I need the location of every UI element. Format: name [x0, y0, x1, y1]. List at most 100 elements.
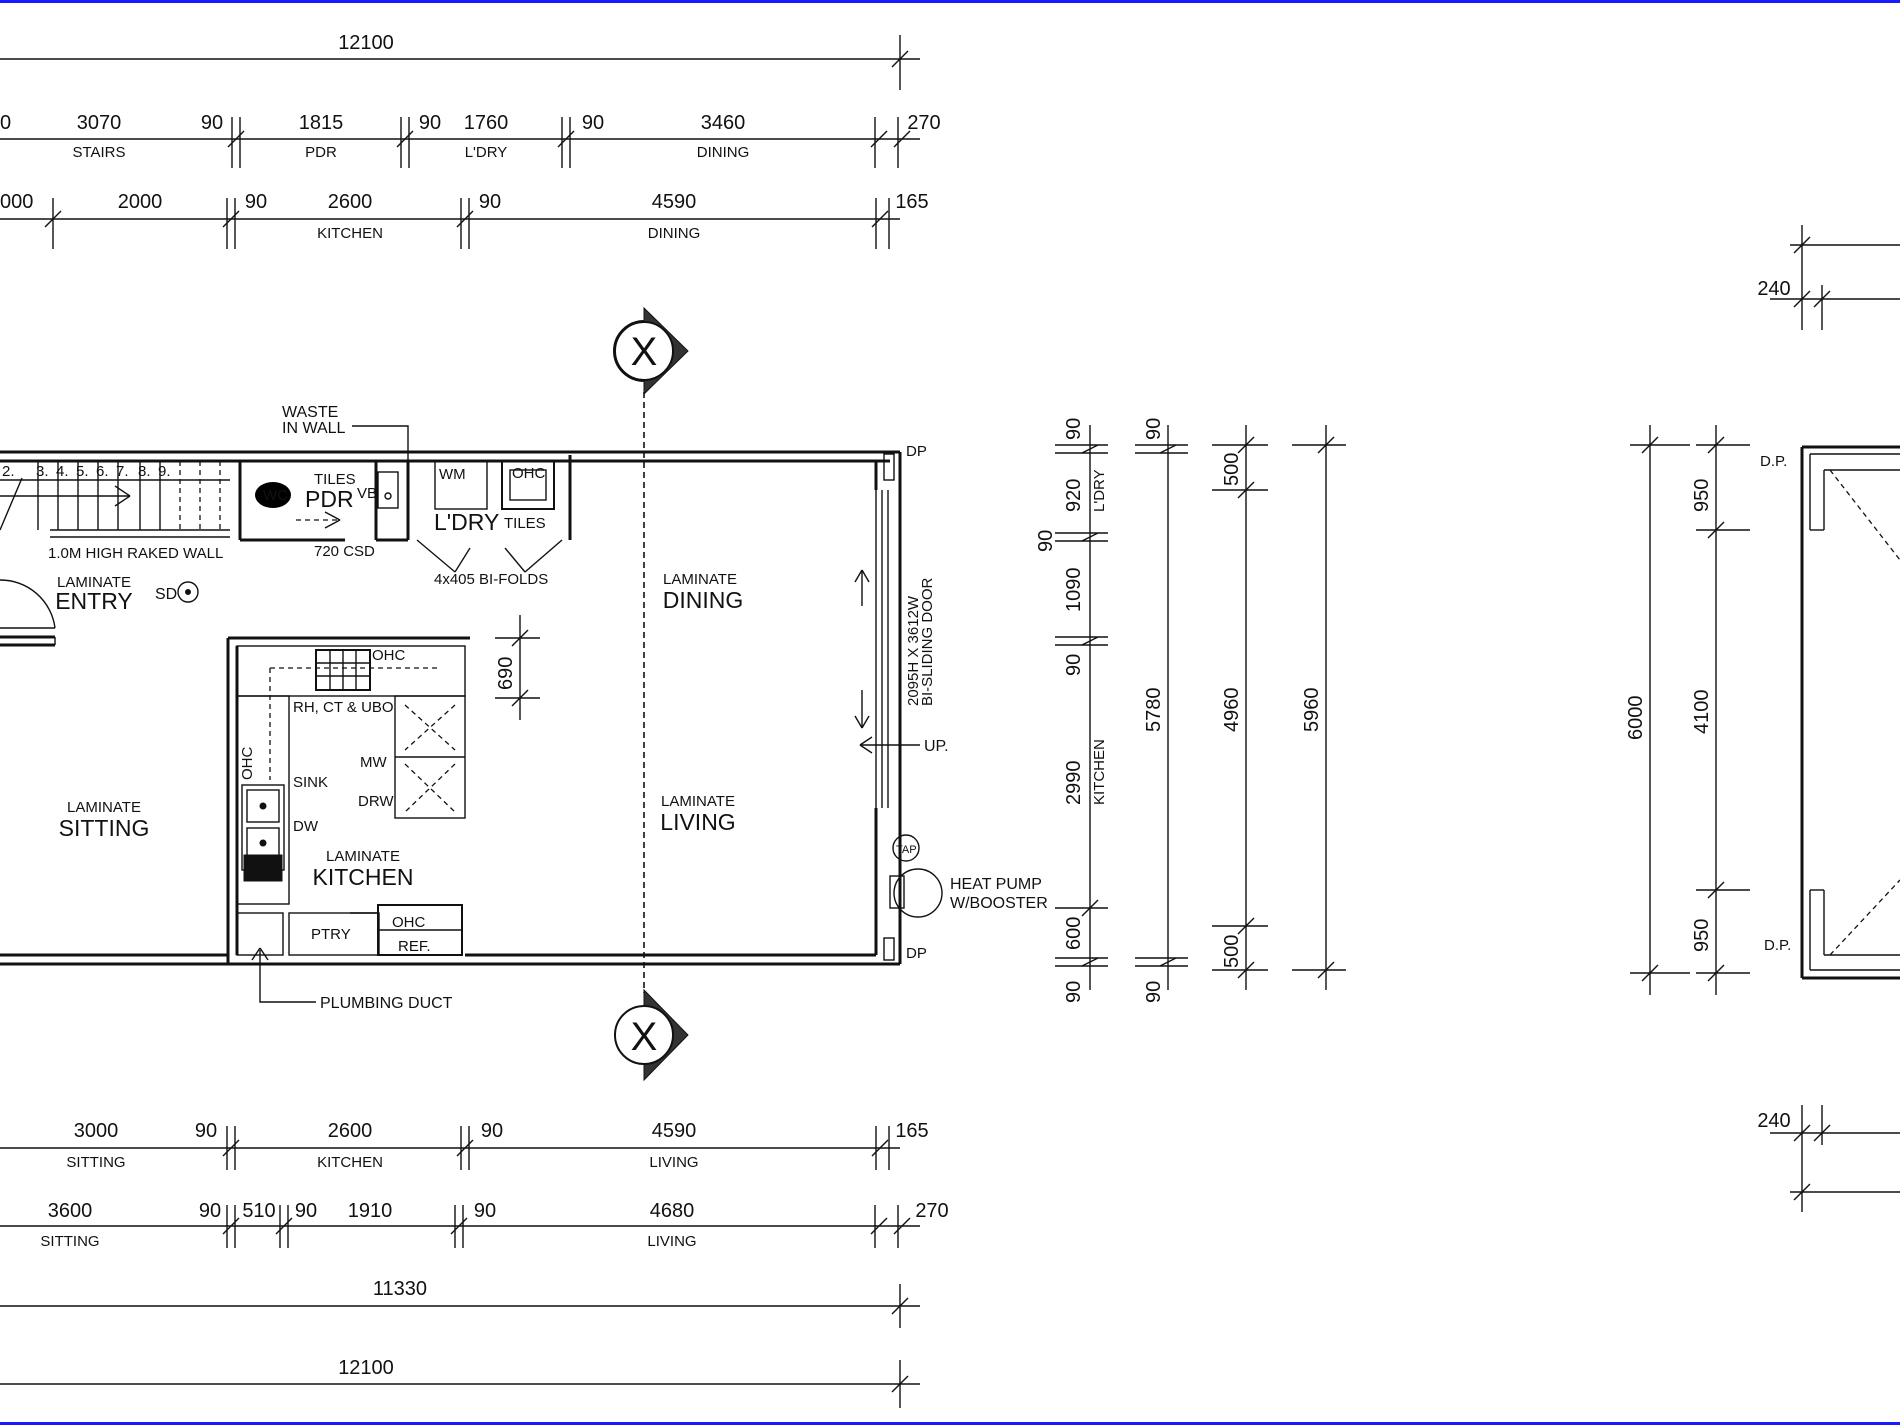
dim-r1-90b: 90 — [419, 112, 441, 134]
plumbing-duct-label: PLUMBING DUCT — [320, 995, 453, 1012]
dim-r2-000: 000 — [0, 191, 33, 213]
dim-b2-90a: 90 — [199, 1200, 221, 1222]
dim-b2-living-label: LIVING — [647, 1233, 696, 1250]
side-dimension-col-4: 5960 — [1292, 425, 1346, 990]
dim-r1-dining: 3460 — [701, 112, 746, 134]
dim-c1-2990: 2990 — [1063, 761, 1085, 806]
wc-label: WC — [263, 487, 288, 504]
heat-pump-label-1: HEAT PUMP — [950, 876, 1042, 893]
waste-leader — [352, 425, 409, 486]
laundry-fixtures: WM OHC — [416, 460, 563, 573]
dim-c2-5780: 5780 — [1143, 688, 1165, 733]
dp-top-label: DP — [906, 443, 927, 460]
stair-number-2: 2. — [2, 463, 15, 480]
dim-r1-stairs-label: STAIRS — [72, 144, 125, 161]
dp-bottom-label: DP — [906, 945, 927, 962]
dim-r1-0: 0 — [0, 112, 11, 134]
kitchen-benches — [236, 645, 466, 956]
garage-dp-bottom: D.P. — [1764, 937, 1791, 954]
dim-b2-living: 4680 — [650, 1200, 695, 1222]
section-mark-top-letter: X — [631, 330, 658, 374]
plumbing-duct: PLUMBING DUCT — [251, 947, 453, 1012]
dw-label: DW — [293, 818, 319, 835]
room-labels: LAMINATE ENTRY LAMINATE SITTING LAMINATE… — [48, 471, 743, 955]
dim-c1-90a: 90 — [1063, 418, 1085, 440]
dim-overall-inner: 11330 — [373, 1278, 427, 1300]
section-marker-top: X — [613, 306, 689, 396]
dim-c2-90a: 90 — [1143, 418, 1165, 440]
pdr-name: PDR — [305, 486, 354, 512]
side-dimension-col-2: 90 5780 90 — [1135, 418, 1188, 1003]
ohc-bottom-label: OHC — [392, 914, 426, 931]
entry-door-swing — [0, 579, 56, 629]
pdr-fixtures: WC VB — [255, 471, 399, 529]
kitchen-finish: LAMINATE — [326, 848, 400, 865]
kitchen-ohc-top: OHC — [372, 647, 406, 664]
dim-b2-270: 270 — [915, 1200, 948, 1222]
dim-r2-165: 165 — [895, 191, 928, 213]
dim-r2-dining-label: DINING — [648, 225, 701, 242]
ldry-finish: TILES — [504, 515, 546, 532]
dim-r2-90a: 90 — [245, 191, 267, 213]
top-dimension-row-1: 0 3070 STAIRS 90 1815 PDR 90 1760 L'DRY … — [0, 112, 941, 168]
garage-walls: D.P. D.P. — [1760, 445, 1900, 980]
mw-label: MW — [360, 754, 387, 771]
dim-c1-2990-label: KITCHEN — [1091, 739, 1108, 805]
dim-c1-90d: 90 — [1063, 981, 1085, 1003]
bottom-overall-dimensions: 11330 12100 — [0, 1278, 920, 1408]
dim-r1-ldry-label: L'DRY — [465, 144, 508, 161]
dim-r1-270: 270 — [907, 112, 940, 134]
csd-note: 720 CSD — [314, 543, 375, 560]
dim-r2-dining: 4590 — [652, 191, 697, 213]
waste-label-1: WASTE — [282, 404, 338, 421]
dim-b2-90c: 90 — [474, 1200, 496, 1222]
garage-dimensions: 6000 950 4100 950 240 240 — [1625, 225, 1900, 1212]
garage-dim-240-top: 240 — [1757, 278, 1790, 300]
dim-c4-5960: 5960 — [1301, 688, 1323, 733]
entry-name: ENTRY — [55, 588, 133, 614]
dim-b2-1910: 1910 — [348, 1200, 393, 1222]
sitting-name: SITTING — [59, 815, 150, 841]
dim-r1-pdr-label: PDR — [305, 144, 337, 161]
sitting-finish: LAMINATE — [67, 799, 141, 816]
dim-b1-90b: 90 — [481, 1120, 503, 1142]
drw-label: DRW — [358, 793, 394, 810]
dim-c1-1090: 1090 — [1063, 568, 1085, 613]
up-label: UP. — [924, 738, 949, 755]
dim-b2-510: 510 — [242, 1200, 275, 1222]
smoke-detector — [177, 581, 199, 603]
ref-label: REF. — [398, 938, 431, 955]
living-finish: LAMINATE — [661, 793, 735, 810]
bottom-dimension-row-2: 3600 SITTING 90 510 90 1910 90 4680 LIVI… — [0, 1200, 949, 1250]
dim-r2-90b: 90 — [479, 191, 501, 213]
side-dimension-col-3: 500 4960 500 — [1212, 425, 1268, 990]
side-dimension-col-1: 90 920 L'DRY 90 1090 90 2990 KITCHEN 600… — [1035, 418, 1108, 1003]
garage-dp-top: D.P. — [1760, 453, 1787, 470]
dim-overall-bottom: 12100 — [338, 1357, 394, 1379]
rh-ct-ubo-note: RH, CT & UBO — [293, 699, 394, 716]
sink-label: SINK — [293, 774, 328, 791]
ptry-label: PTRY — [311, 926, 351, 943]
dim-r1-pdr: 1815 — [299, 112, 344, 134]
dim-c1-920-label: L'DRY — [1091, 469, 1108, 512]
bi-sliding-door: 2095H X 3612W BI-SLIDING DOOR UP. — [854, 490, 949, 808]
dining-name: DINING — [663, 587, 744, 613]
garage-dim-6000: 6000 — [1625, 696, 1647, 741]
dim-c3-4960: 4960 — [1221, 688, 1243, 733]
dim-c2-90b: 90 — [1143, 981, 1165, 1003]
dim-b1-sitting: 3000 — [74, 1120, 119, 1142]
kitchen-name: KITCHEN — [313, 864, 414, 890]
bifolds-note: 4x405 BI-FOLDS — [434, 571, 548, 588]
stair-number-3: 3. — [36, 463, 49, 480]
dim-r1-ldry: 1760 — [464, 112, 509, 134]
dim-b1-165: 165 — [895, 1120, 928, 1142]
dim-690-value: 690 — [495, 657, 517, 690]
sliding-door-spec-1: 2095H X 3612W — [905, 595, 922, 706]
dim-b2-sitting-label: SITTING — [40, 1233, 99, 1250]
dim-b1-kitchen: 2600 — [328, 1120, 373, 1142]
dim-b1-kitchen-label: KITCHEN — [317, 1154, 383, 1171]
dim-r2-kitchen: 2600 — [328, 191, 373, 213]
garage-dim-950b: 950 — [1691, 919, 1713, 952]
dim-690: 690 — [495, 615, 540, 720]
